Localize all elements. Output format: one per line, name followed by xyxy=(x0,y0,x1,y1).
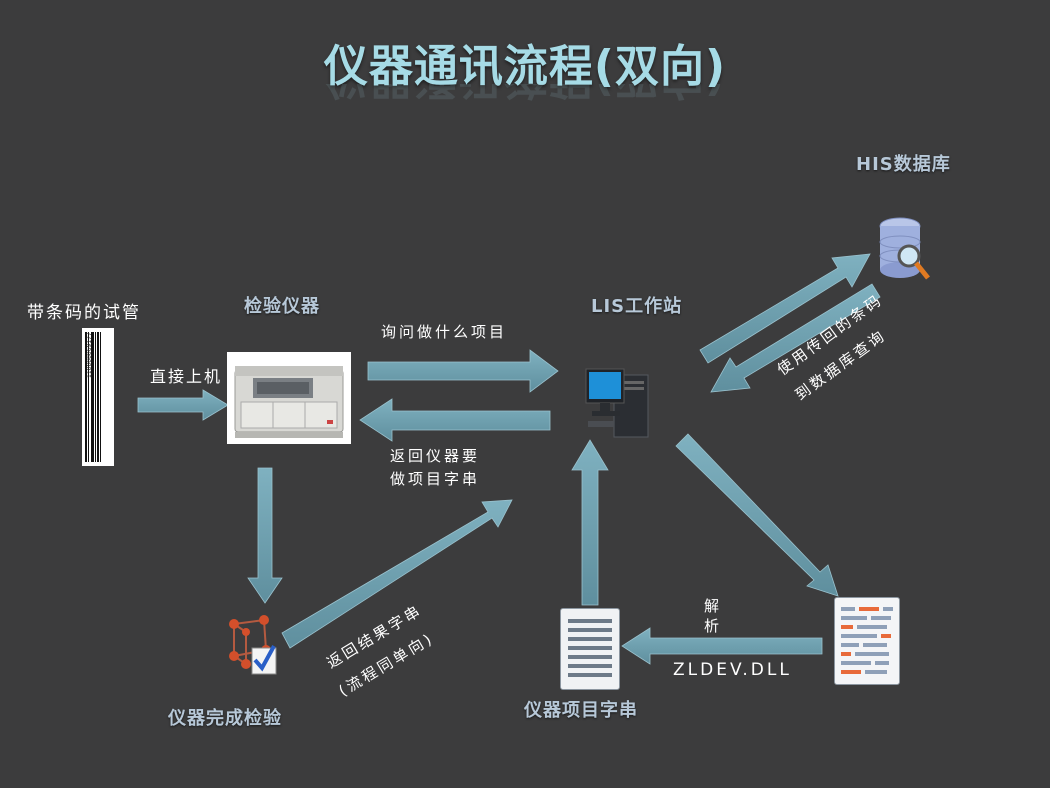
arrow-his-to-lis xyxy=(710,283,881,393)
instrument-label: 检验仪器 xyxy=(244,296,320,317)
analyzer-icon xyxy=(227,352,351,444)
arrow-tube-to-instrument xyxy=(137,389,229,421)
edge-dll: ZLDEV.DLL xyxy=(673,660,792,680)
document-icon xyxy=(560,608,620,690)
arrow-return-items xyxy=(359,398,551,442)
complete-label: 仪器完成检验 xyxy=(168,708,282,729)
arrow-lis-to-his xyxy=(699,253,871,364)
parsed-document-icon xyxy=(834,597,900,685)
edge-direct-load: 直接上机 xyxy=(150,367,223,386)
barcode-icon xyxy=(85,332,101,462)
lis-label: LIS工作站 xyxy=(591,296,683,317)
database-search-icon xyxy=(876,212,936,287)
edge-parse-line2: 析 xyxy=(704,617,723,635)
arrow-itemstring-to-lis xyxy=(571,439,609,606)
molecule-check-icon xyxy=(222,610,282,680)
tube-label: 带条码的试管 xyxy=(27,303,141,323)
edge-parse-line1: 解 xyxy=(704,597,723,615)
arrow-lis-to-doc xyxy=(675,433,839,597)
barcode-tube-image: 110000069177 xyxy=(82,328,114,466)
page-title: 仪器通讯流程(双向) xyxy=(323,41,727,92)
arrow-parse xyxy=(621,627,823,665)
edge-return-items-line1: 返回仪器要 xyxy=(390,447,481,465)
arrow-instrument-to-complete xyxy=(247,467,283,604)
item-string-label: 仪器项目字串 xyxy=(524,700,638,721)
arrow-return-result xyxy=(281,499,513,649)
barcode-number: 110000069177 xyxy=(86,332,93,378)
arrow-ask-items xyxy=(367,349,559,393)
his-label: HIS数据库 xyxy=(856,154,951,175)
edge-ask-items: 询问做什么项目 xyxy=(381,323,508,341)
edge-return-items-line2: 做项目字串 xyxy=(390,470,481,488)
computer-icon xyxy=(584,365,664,440)
